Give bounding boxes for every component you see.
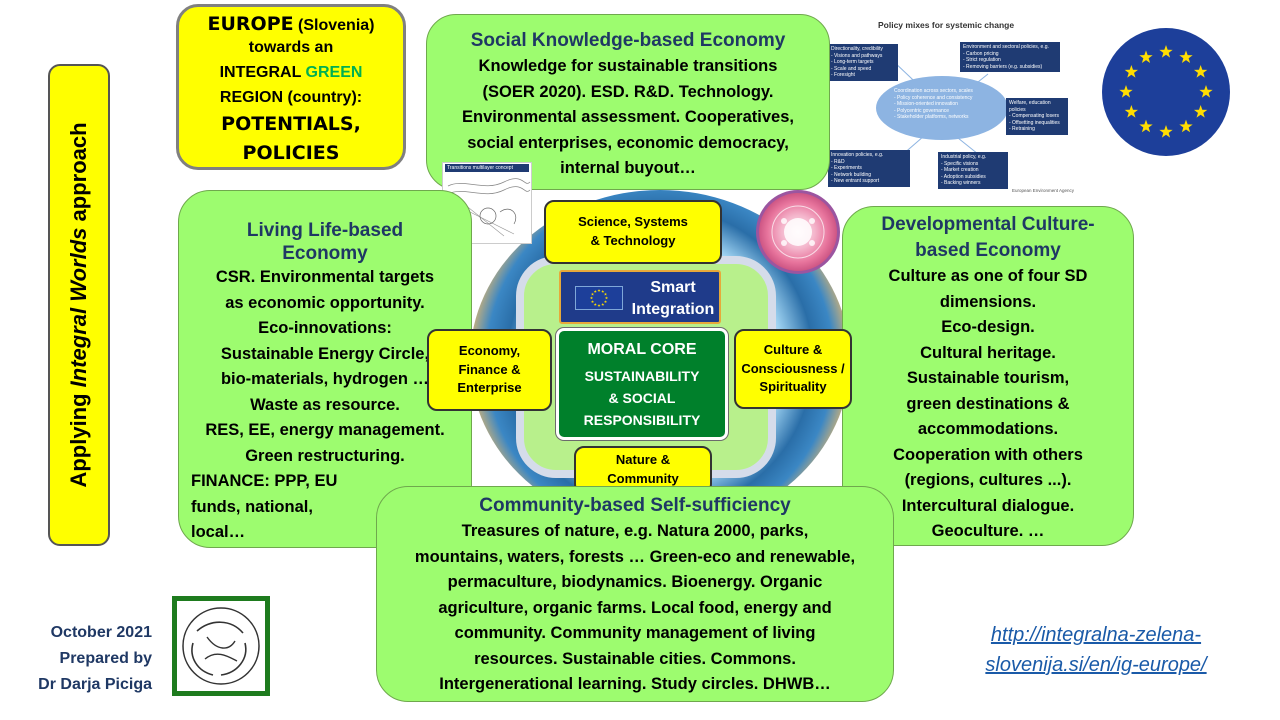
- europe-line-towards: towards an: [248, 39, 334, 56]
- policy-box-environment: Environment and sectoral policies, e.g.-…: [960, 42, 1060, 72]
- eu-star-icon: [590, 300, 595, 304]
- smart-integration-label: Smart Integration: [631, 279, 715, 318]
- economy-finance-enterprise-box: Economy, Finance & Enterprise: [427, 329, 552, 411]
- integral-green-logo-icon: [172, 596, 270, 696]
- community-self-sufficiency-box: Community-based Self-sufficiency Treasur…: [376, 486, 894, 702]
- developmental-body: Culture as one of four SD dimensions. Ec…: [888, 267, 1088, 540]
- eu-star-icon: [1179, 119, 1193, 133]
- eu-star-icon: [597, 303, 601, 307]
- smart-integration-box: Smart Integration: [559, 270, 721, 324]
- eu-star-icon: [1193, 65, 1208, 78]
- policy-coordination-ellipse: Coordination across sectors, scales- Pol…: [876, 76, 1008, 140]
- europe-title-box: EUROPE (Slovenia) towards an INTEGRAL GR…: [176, 4, 406, 170]
- vertical-title-emphasis: Integral Worlds: [66, 227, 91, 388]
- eu-small-stars: [589, 288, 609, 307]
- europe-line-potentials: POTENTIALS,: [221, 113, 361, 135]
- vertical-title-prefix: Applying: [66, 387, 91, 488]
- website-link[interactable]: http://integralna-zelena- slovenija.si/e…: [985, 624, 1207, 676]
- europe-line-region: REGION (country):: [219, 89, 363, 106]
- eu-flag-icon: [1102, 28, 1230, 156]
- developmental-culture-economy-box: Developmental Culture- based Economy Cul…: [842, 206, 1134, 546]
- europe-line-integral: INTEGRAL: [219, 64, 306, 81]
- europe-label: EUROPE: [207, 13, 294, 35]
- eu-star-icon: [1124, 65, 1139, 78]
- europe-line-green: GREEN: [305, 64, 363, 81]
- wheel-inner: [771, 205, 825, 259]
- living-title: Living Life-based Economy: [246, 220, 404, 264]
- eu-star-icon: [603, 300, 608, 304]
- footer-credits: October 2021 Prepared by Dr Darja Piciga: [38, 624, 152, 693]
- culture-consciousness-box: Culture & Consciousness / Spirituality: [734, 329, 852, 409]
- transitions-sketch: [447, 178, 531, 237]
- circular-economy-wheel-icon: [756, 190, 840, 274]
- social-title: Social Knowledge-based Economy: [470, 30, 786, 51]
- eu-star-icon: [593, 289, 597, 293]
- transitions-title: Transitions multilayer concept: [445, 164, 529, 172]
- living-body: CSR. Environmental targets as economic o…: [205, 268, 445, 465]
- eu-star-icon: [597, 288, 601, 292]
- policy-box-industrial: Industrial policy, e.g.- Specific vision…: [938, 152, 1008, 189]
- eu-star-icon: [1199, 85, 1213, 98]
- eu-star-icon: [593, 302, 597, 306]
- social-knowledge-economy-box: Social Knowledge-based Economy Knowledge…: [426, 14, 830, 190]
- eu-star-icon: [1159, 125, 1173, 138]
- eu-star-icon: [1159, 45, 1173, 58]
- eu-star-icon: [1124, 105, 1139, 118]
- eu-star-icon: [1139, 119, 1153, 133]
- eu-star-icon: [1139, 50, 1153, 64]
- eu-star-icon: [1193, 105, 1208, 118]
- policy-footer: European Environment Agency: [1012, 188, 1075, 193]
- eu-star-icon: [589, 296, 594, 300]
- moral-core-body: SUSTAINABILITY & SOCIAL RESPONSIBILITY: [583, 368, 701, 428]
- europe-line-policies: POLICIES: [242, 142, 340, 164]
- policy-box-welfare: Welfare, education policies- Compensatin…: [1006, 98, 1068, 135]
- eu-star-icon: [590, 292, 595, 296]
- social-body: Knowledge for sustainable transitions (S…: [462, 57, 794, 177]
- eu-flag-small-icon: [575, 286, 623, 310]
- vertical-title-suffix: approach: [66, 122, 91, 228]
- slovenia-label: (Slovenia): [293, 17, 375, 34]
- eu-star-icon: [603, 292, 608, 296]
- policy-box-directionality: Directionality, credibility- Visions and…: [828, 44, 898, 81]
- eu-stars: [1119, 45, 1213, 138]
- eu-star-icon: [604, 296, 609, 300]
- eu-star-icon: [1119, 85, 1133, 98]
- moral-core-box: MORAL CORE SUSTAINABILITY & SOCIAL RESPO…: [556, 328, 728, 440]
- logo-drawing: [182, 607, 260, 685]
- policy-box-innovation: Innovation policies, e.g.- R&D- Experime…: [828, 150, 910, 187]
- policy-mix-diagram: Policy mixes for systemic change Directi…: [828, 14, 1078, 194]
- policy-mix-title: Policy mixes for systemic change: [878, 20, 1015, 30]
- vertical-title: Applying Integral Worlds approach: [66, 122, 92, 487]
- developmental-title: Developmental Culture- based Economy: [881, 214, 1095, 261]
- living-finance: FINANCE: PPP, EU funds, national, local…: [191, 472, 338, 541]
- community-body: Treasures of nature, e.g. Natura 2000, p…: [414, 522, 856, 693]
- moral-core-title: MORAL CORE: [587, 341, 697, 358]
- science-systems-technology-box: Science, Systems & Technology: [544, 200, 722, 264]
- eu-star-icon: [601, 302, 605, 306]
- community-title: Community-based Self-sufficiency: [479, 495, 791, 516]
- vertical-title-panel: Applying Integral Worlds approach: [48, 64, 110, 546]
- eu-star-icon: [1179, 50, 1193, 64]
- eu-star-icon: [601, 289, 605, 293]
